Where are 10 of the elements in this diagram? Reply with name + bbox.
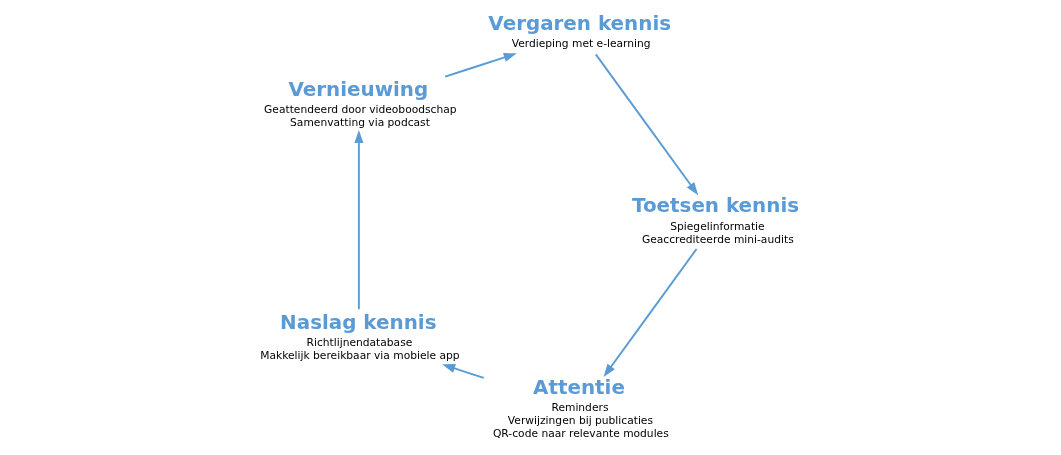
node-text: Vernieuwing Geattendeerd door videoboodschap Samenvatting via podcast (263, 78, 457, 130)
arrow (603, 248, 697, 377)
arrow (441, 364, 485, 379)
arrow (353, 129, 363, 311)
arrow (594, 53, 698, 196)
arrow (443, 53, 517, 78)
node-text: Attentie Reminders Verwijzingen bij publicaties QR-code naar relevante modules (492, 375, 669, 440)
node-text: Vergaren kennis Verdieping met e-learning (487, 12, 671, 51)
node-text: Toetsen kennis Spiegelinformatie Geaccrediteerde mini-audits (631, 194, 799, 246)
node-text: Naslag kennis Richtlijnendatabase Makkelijk bereikbaar via mobiele app (259, 310, 460, 362)
